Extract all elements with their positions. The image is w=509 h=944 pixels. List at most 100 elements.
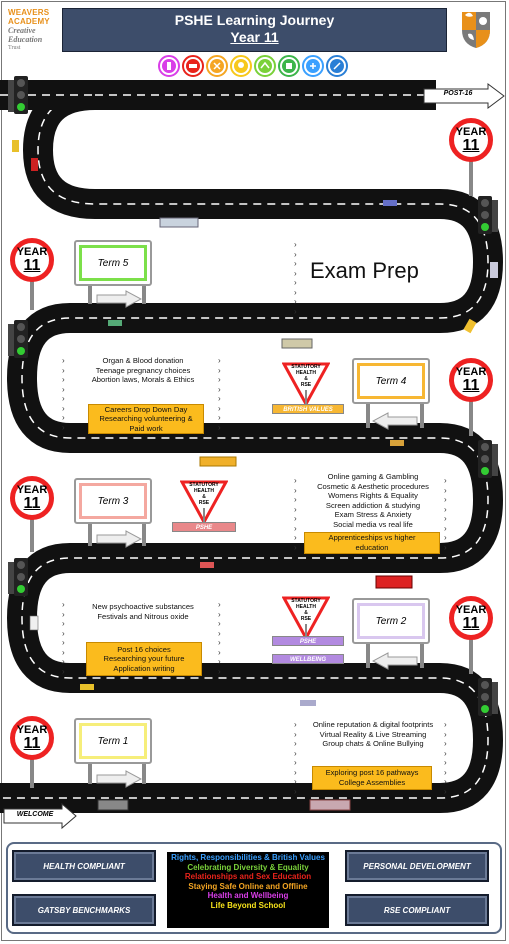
sign-pole <box>30 758 34 788</box>
health-compliant-badge: HEALTH COMPLIANT <box>12 850 156 882</box>
exam-prep-label: Exam Prep <box>310 258 419 283</box>
traffic-light-icon <box>478 678 498 716</box>
term2-post16-box: Post 16 choices Researching your future … <box>86 642 202 676</box>
statutory-sign-icon <box>282 596 330 642</box>
year-label: YEAR <box>455 126 487 138</box>
legend-item: Rights, Responsibilities & British Value… <box>171 853 325 862</box>
logo-line: Creative <box>8 26 36 35</box>
topic-item: Teenage pregnancy choices <box>95 365 191 375</box>
theme-icon <box>278 55 300 77</box>
sign-pole <box>30 280 34 310</box>
orange-line: Researching your future <box>103 654 185 664</box>
vehicle-icon <box>199 456 237 467</box>
vehicle-icon <box>309 799 351 811</box>
topic-item: Virtual Reality & Live Streaming <box>319 729 427 739</box>
legend-item: Relationships and Sex Education <box>184 872 312 882</box>
statutory-line: RSE <box>198 500 210 506</box>
orange-line: Exploring post 16 pathways <box>325 768 419 778</box>
welcome-label: WELCOME <box>16 811 54 818</box>
topic-item: New psychoactive substances <box>92 602 194 611</box>
board-post <box>366 404 370 428</box>
statutory-line: HEALTH <box>296 604 316 610</box>
traffic-light-icon <box>478 440 498 478</box>
term2-label: Term 2 <box>357 603 425 639</box>
statutory-line: & <box>304 610 308 616</box>
post16-arrow-sign <box>423 83 505 109</box>
topic-item: Abortion laws, Morals & Ethics <box>91 375 195 385</box>
topic-item: Online gaming & Gambling <box>327 472 419 481</box>
term1-topics: Online reputation & digital footprints V… <box>300 720 446 749</box>
board-post <box>88 762 92 784</box>
arrow-left-icon <box>372 652 418 670</box>
orange-line: Post 16 choices <box>117 644 171 654</box>
footer-panel <box>6 842 502 934</box>
statutory-line: HEALTH <box>194 488 214 494</box>
traffic-light-icon <box>8 558 28 596</box>
vehicle-icon <box>80 684 94 690</box>
arrow-left-icon <box>372 412 418 430</box>
vehicle-icon <box>300 700 316 706</box>
term1-pathways-box: Exploring post 16 pathways College Assem… <box>312 766 432 790</box>
vehicle-icon <box>390 440 404 446</box>
british-values-banner: BRITISH VALUES <box>272 404 344 414</box>
theme-icon <box>302 55 324 77</box>
term3-topics: Online gaming & Gambling Cosmetic & Aest… <box>300 472 446 530</box>
topic-item: Womens Rights & Equality <box>328 491 418 501</box>
term3-board: Term 3 <box>74 478 152 524</box>
arrow-right-icon <box>96 530 142 548</box>
bullet-column: ›››››››› <box>218 600 221 676</box>
personal-development-badge: PERSONAL DEVELOPMENT <box>345 850 489 882</box>
year-label: YEAR <box>455 366 487 378</box>
topic-item: Screen addiction & studying <box>325 500 421 510</box>
welcome-arrow-sign <box>3 802 77 830</box>
board-post <box>88 284 92 304</box>
theme-icons-row <box>158 55 348 77</box>
term4-careers-box: Careers Drop Down Day Researching volunt… <box>88 404 204 434</box>
gatsby-benchmarks-badge: GATSBY BENCHMARKS <box>12 894 156 926</box>
legend-item: Life Beyond School <box>210 900 286 910</box>
year-number: 11 <box>462 377 480 394</box>
statutory-line: HEALTH <box>296 370 316 376</box>
legend-item: Staying Safe Online and Offline <box>188 881 308 891</box>
term1-board: Term 1 <box>74 718 152 764</box>
rse-compliant-badge: RSE COMPLIANT <box>345 894 489 926</box>
statutory-line: STATUTORY <box>291 364 321 370</box>
topic-item: Online reputation & digital footprints <box>312 720 434 729</box>
term4-topics: Organ & Blood donation Teenage pregnancy… <box>70 356 216 385</box>
vehicle-icon <box>31 158 38 171</box>
statutory-sign-icon <box>282 362 330 408</box>
title-banner: PSHE Learning Journey Year 11 <box>62 8 447 52</box>
post16-label: POST-16 <box>443 90 473 97</box>
vehicle-icon <box>12 140 19 152</box>
term2-topics: New psychoactive substances Festivals an… <box>70 602 216 621</box>
bullet-column: ›››››››› <box>444 476 447 552</box>
topic-item: Organ & Blood donation <box>102 356 184 365</box>
statutory-sign-icon <box>180 480 228 526</box>
wellbeing-banner: WELLBEING <box>272 654 344 664</box>
year-label: YEAR <box>455 604 487 616</box>
theme-icon <box>230 55 252 77</box>
board-post <box>88 522 92 546</box>
board-post <box>142 284 146 304</box>
vehicle-icon <box>29 615 39 631</box>
term5-label: Term 5 <box>79 245 147 281</box>
year-label: YEAR <box>16 724 48 736</box>
logo-line: WEAVERS <box>8 8 50 17</box>
bullet-column: ›››››››› <box>62 600 65 676</box>
pshe-banner: PSHE <box>272 636 344 646</box>
orange-line: Application writing <box>113 663 175 673</box>
vehicle-icon <box>375 575 413 589</box>
traffic-light-icon <box>478 196 498 234</box>
year-label: YEAR <box>16 246 48 258</box>
bullet-column: ›››››››› <box>218 356 221 432</box>
